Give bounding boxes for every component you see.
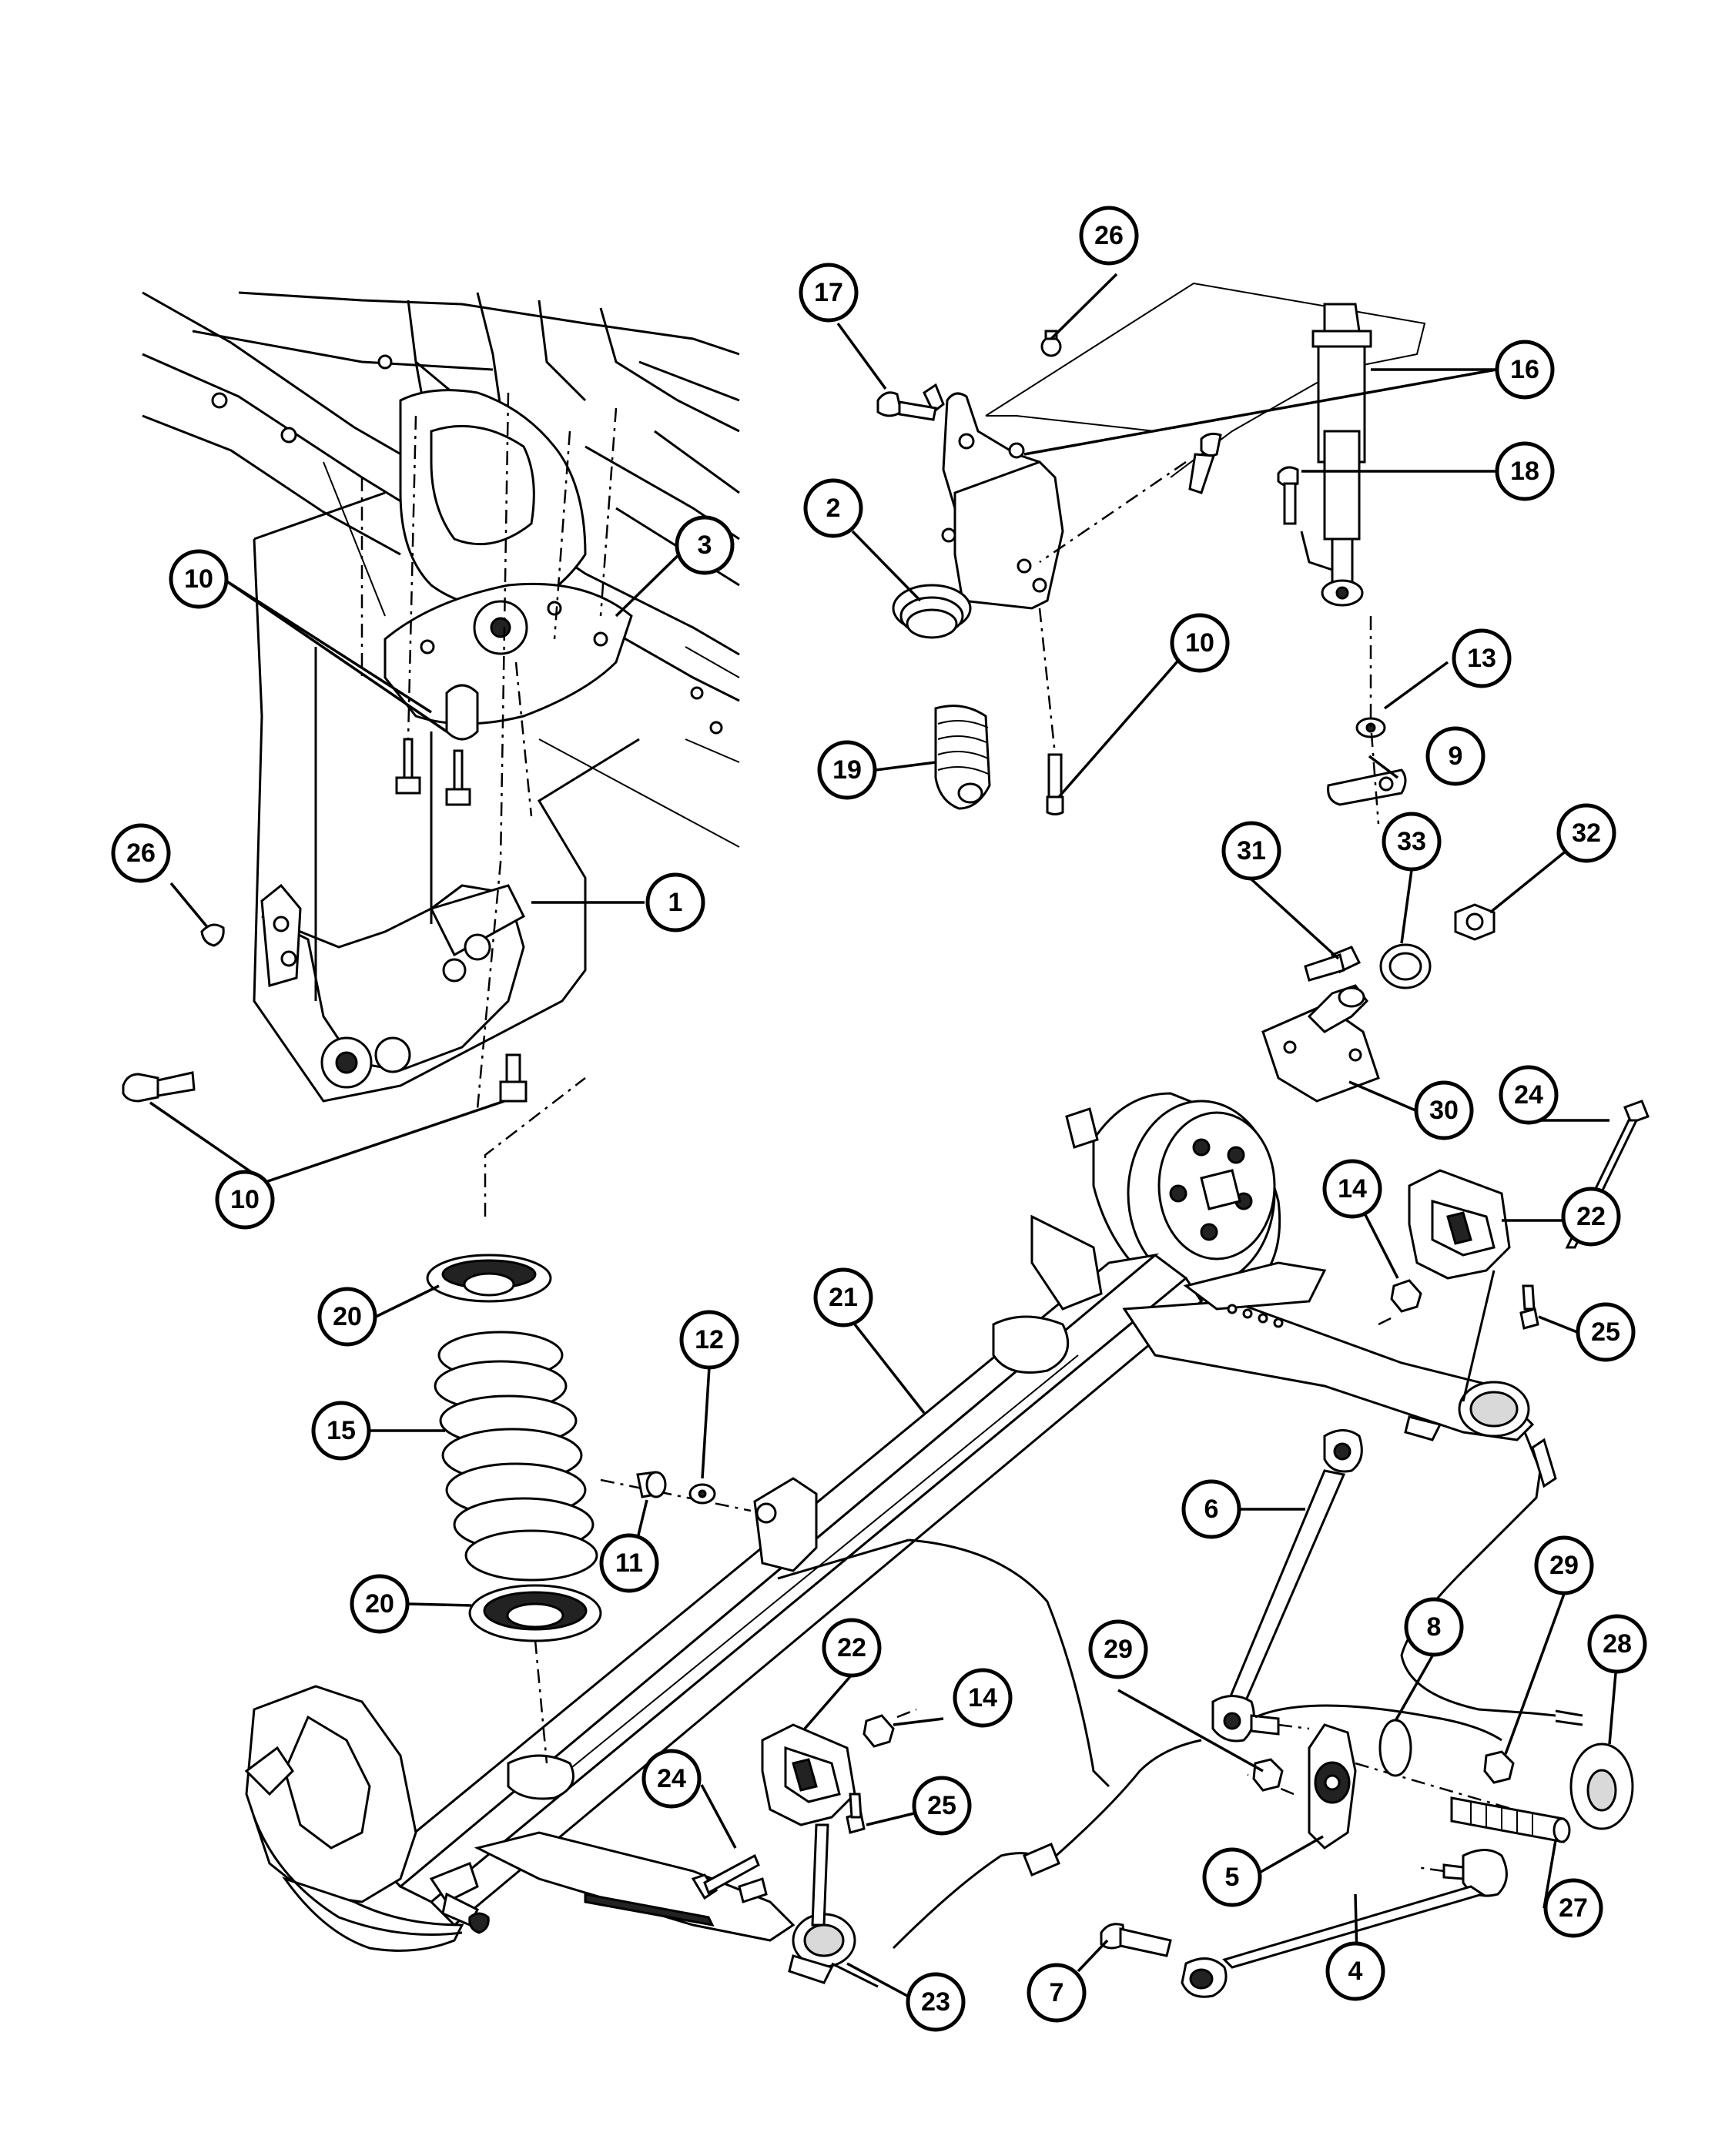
callout-label: 26 bbox=[126, 839, 156, 868]
callout-label: 24 bbox=[657, 1764, 686, 1793]
lateral-links bbox=[1100, 1429, 1634, 1998]
callout-label: 8 bbox=[1427, 1612, 1442, 1642]
callout-22-b: 22 bbox=[822, 1618, 882, 1678]
spindle-hub-section bbox=[1261, 903, 1496, 1103]
bolt-group-10-upper bbox=[395, 738, 471, 806]
beam-bracket-right bbox=[1378, 1100, 1650, 1402]
callout-label: 16 bbox=[1510, 355, 1539, 384]
callout-label: 24 bbox=[1514, 1080, 1543, 1110]
callout-11: 11 bbox=[599, 1533, 659, 1593]
callout-label: 12 bbox=[695, 1325, 724, 1354]
callout-label: 31 bbox=[1237, 836, 1266, 865]
callout-label: 22 bbox=[837, 1633, 866, 1662]
callout-32: 32 bbox=[1556, 803, 1616, 863]
callout-label: 32 bbox=[1572, 819, 1601, 848]
callout-33: 33 bbox=[1382, 812, 1442, 872]
callout-label: 33 bbox=[1397, 827, 1426, 856]
callout-4: 4 bbox=[1325, 1941, 1385, 2001]
callout-2: 2 bbox=[803, 478, 863, 538]
callout-20-a: 20 bbox=[317, 1287, 377, 1347]
callout-label: 10 bbox=[230, 1185, 260, 1214]
callout-label: 11 bbox=[615, 1548, 643, 1578]
callout-3: 3 bbox=[675, 515, 735, 575]
callout-15: 15 bbox=[311, 1401, 371, 1461]
bumper-hardware bbox=[600, 1471, 752, 1512]
callout-label: 27 bbox=[1559, 1893, 1588, 1923]
callout-13: 13 bbox=[1452, 628, 1512, 688]
callout-22-a: 22 bbox=[1561, 1187, 1621, 1247]
callout-label: 7 bbox=[1050, 1978, 1064, 2007]
callout-24-b: 24 bbox=[641, 1749, 702, 1809]
callout-30: 30 bbox=[1414, 1080, 1474, 1140]
callout-17: 17 bbox=[799, 263, 859, 323]
callout-6: 6 bbox=[1181, 1479, 1241, 1539]
callout-label: 29 bbox=[1549, 1551, 1579, 1580]
callout-label: 29 bbox=[1104, 1635, 1133, 1664]
callout-label: 1 bbox=[668, 888, 683, 917]
callout-label: 25 bbox=[927, 1791, 956, 1820]
callout-14-b: 14 bbox=[953, 1668, 1013, 1728]
callout-31: 31 bbox=[1221, 821, 1281, 881]
callout-label: 3 bbox=[698, 531, 712, 560]
callout-label: 25 bbox=[1591, 1317, 1620, 1347]
callout-label: 15 bbox=[327, 1416, 356, 1445]
callout-28: 28 bbox=[1587, 1614, 1647, 1674]
callout-18: 18 bbox=[1495, 441, 1555, 501]
leader-lines bbox=[149, 273, 1619, 1998]
callout-1: 1 bbox=[645, 872, 705, 932]
callout-label: 30 bbox=[1429, 1096, 1459, 1125]
callout-label: 23 bbox=[921, 1987, 950, 2017]
callout-7: 7 bbox=[1027, 1963, 1087, 2023]
callout-label: 10 bbox=[184, 564, 213, 594]
callout-25-b: 25 bbox=[912, 1776, 972, 1836]
callout-20-b: 20 bbox=[350, 1574, 410, 1634]
callout-9: 9 bbox=[1425, 726, 1486, 786]
jounce-bumper bbox=[934, 705, 991, 810]
callout-16: 16 bbox=[1495, 340, 1555, 400]
callout-25-a: 25 bbox=[1576, 1302, 1636, 1362]
callout-label: 4 bbox=[1348, 1957, 1363, 1986]
rear-axle-beam bbox=[244, 1092, 1535, 1988]
callout-label: 20 bbox=[365, 1589, 394, 1619]
callout-label: 20 bbox=[333, 1302, 362, 1331]
callout-label: 14 bbox=[968, 1683, 997, 1712]
callout-27: 27 bbox=[1543, 1878, 1603, 1938]
callout-26-a: 26 bbox=[1079, 206, 1139, 266]
callout-label: 28 bbox=[1603, 1629, 1632, 1659]
callout-label: 19 bbox=[832, 755, 862, 785]
body-frame-section bbox=[122, 291, 740, 1110]
callout-12: 12 bbox=[679, 1310, 739, 1370]
coil-spring bbox=[434, 1331, 598, 1582]
shock-absorber bbox=[1277, 303, 1407, 825]
callout-23: 23 bbox=[906, 1972, 966, 2032]
callout-10-b: 10 bbox=[1170, 613, 1230, 673]
callout-label: 21 bbox=[829, 1283, 858, 1312]
coil-spring-group bbox=[426, 1077, 602, 1764]
callout-label: 9 bbox=[1449, 742, 1463, 771]
callout-label: 13 bbox=[1467, 644, 1496, 673]
callout-label: 22 bbox=[1576, 1202, 1606, 1231]
shock-bracket-section bbox=[876, 282, 1426, 815]
callout-label: 14 bbox=[1338, 1174, 1367, 1204]
callout-24-a: 24 bbox=[1499, 1065, 1559, 1125]
callout-29-a: 29 bbox=[1088, 1619, 1148, 1679]
callout-10-c: 10 bbox=[215, 1170, 275, 1230]
callout-label: 6 bbox=[1204, 1495, 1219, 1524]
beam-bracket-left bbox=[691, 1708, 917, 1927]
callout-5: 5 bbox=[1202, 1847, 1262, 1907]
callout-label: 10 bbox=[1185, 628, 1214, 658]
callout-19: 19 bbox=[817, 740, 877, 800]
callout-10-a: 10 bbox=[169, 549, 229, 609]
callout-label: 18 bbox=[1510, 457, 1539, 486]
callout-29-b: 29 bbox=[1534, 1535, 1594, 1595]
callout-14-a: 14 bbox=[1322, 1159, 1382, 1219]
callout-label: 17 bbox=[814, 278, 843, 307]
callout-label: 5 bbox=[1225, 1863, 1240, 1892]
callout-8: 8 bbox=[1404, 1597, 1464, 1657]
callout-label: 2 bbox=[826, 494, 841, 523]
callout-label: 26 bbox=[1094, 221, 1124, 250]
callout-26-b: 26 bbox=[111, 823, 171, 883]
callout-21: 21 bbox=[813, 1267, 873, 1327]
